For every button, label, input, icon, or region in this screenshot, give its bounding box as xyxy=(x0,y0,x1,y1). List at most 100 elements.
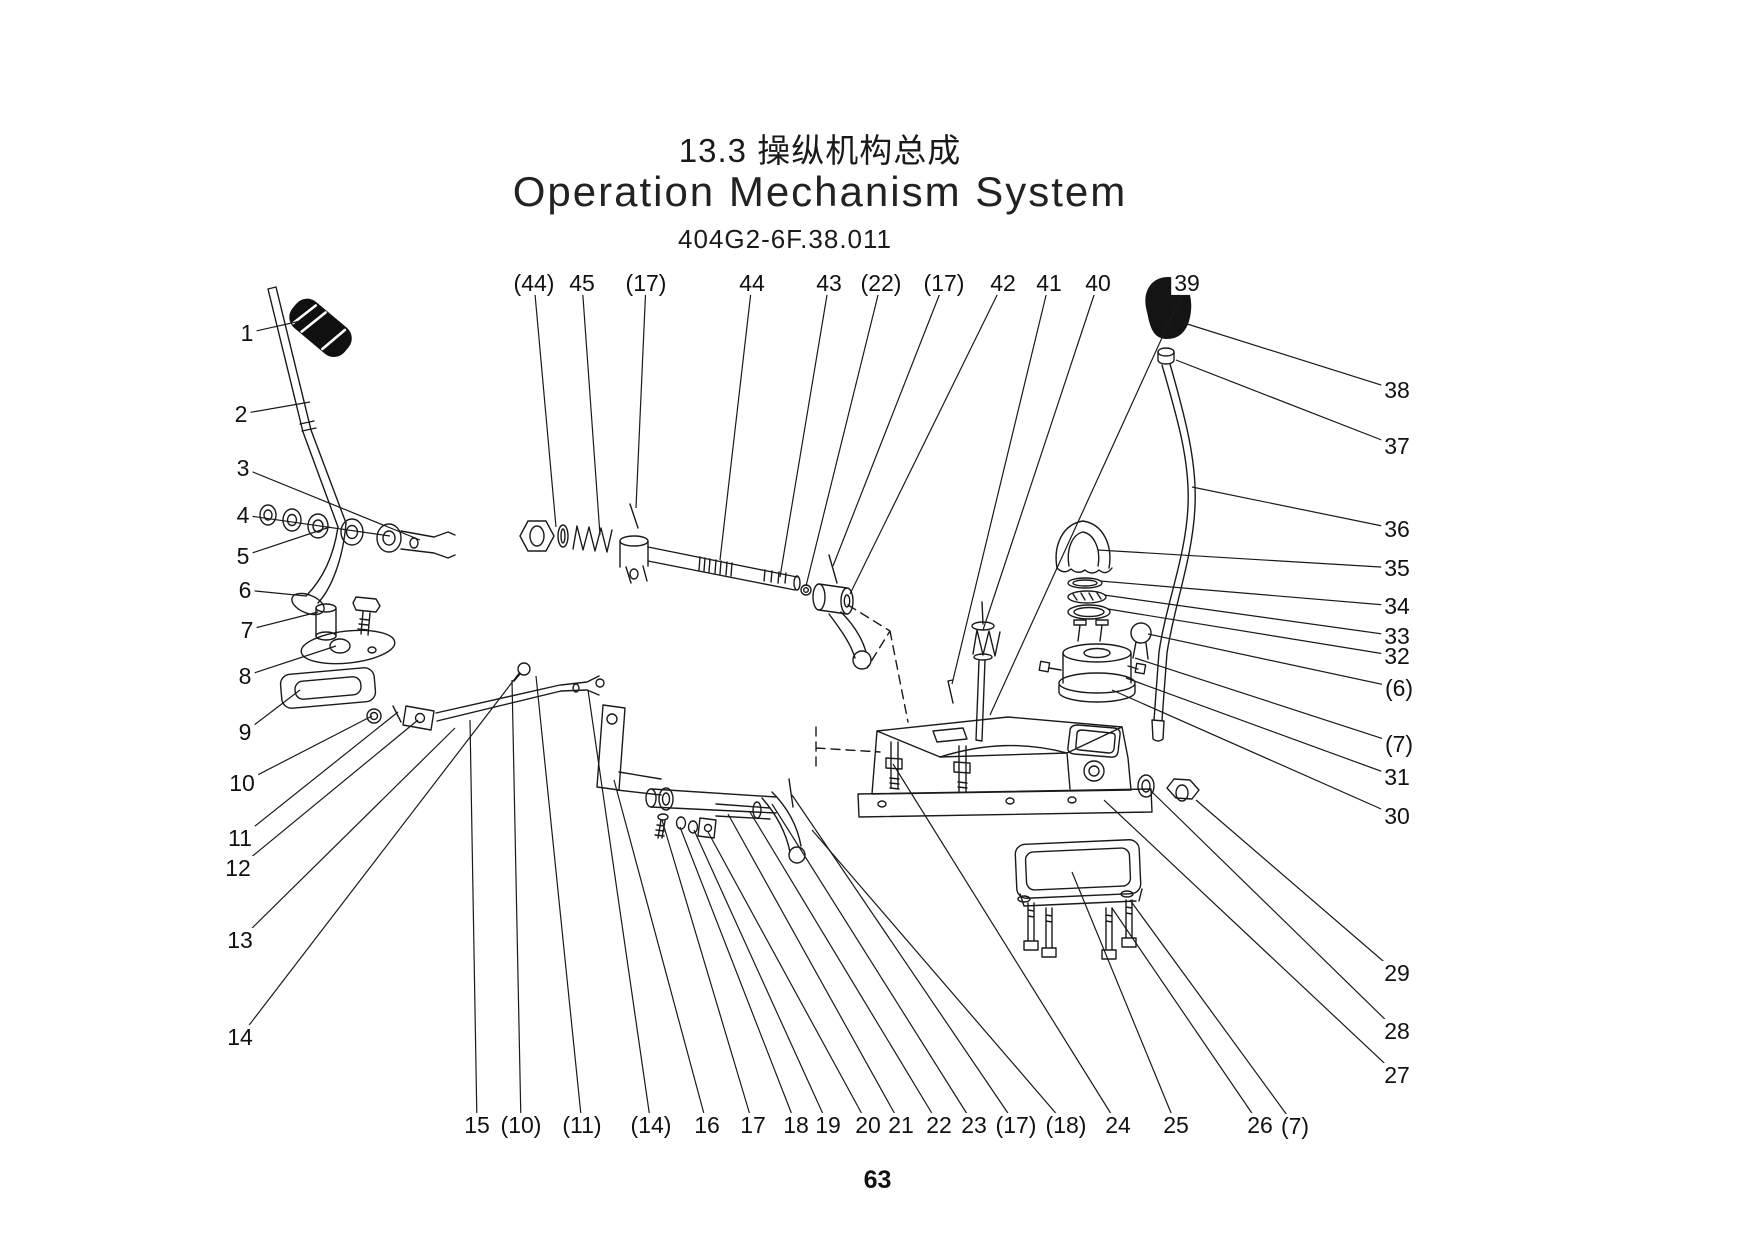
callout-14: 14 xyxy=(224,1025,256,1049)
callout-17: (17) xyxy=(920,271,968,295)
callout-7: (7) xyxy=(1381,732,1417,756)
callout-35: 35 xyxy=(1381,556,1413,580)
leader-line xyxy=(239,711,399,839)
callout-25: 25 xyxy=(1160,1113,1192,1137)
callout-15: 15 xyxy=(461,1113,493,1137)
leader-line xyxy=(244,589,307,597)
callout-12: 12 xyxy=(222,856,254,880)
hand-lever xyxy=(267,286,352,616)
leader-line xyxy=(1071,871,1177,1126)
title-block: 13.3 操纵机构总成 Operation Mechanism System 4… xyxy=(0,0,1640,280)
leader-line xyxy=(1149,789,1398,1032)
callout-34: 34 xyxy=(1381,594,1413,618)
callout-22: (22) xyxy=(857,271,905,295)
callout-38: 38 xyxy=(1381,378,1413,402)
leader-line xyxy=(661,819,754,1126)
leader-line xyxy=(246,319,306,334)
callout-31: 31 xyxy=(1381,765,1413,789)
callout-7: 7 xyxy=(237,618,257,642)
callout-9: 9 xyxy=(235,720,255,744)
callout-18: 18 xyxy=(780,1113,812,1137)
leader-line xyxy=(1107,608,1398,657)
washer-stack xyxy=(259,504,402,553)
callout-1: 1 xyxy=(237,321,257,345)
leader-line xyxy=(779,282,830,578)
leader-line xyxy=(1195,799,1398,974)
callout-17: 17 xyxy=(737,1113,769,1137)
section-title: 13.3 操纵机构总成 xyxy=(678,132,962,169)
cross-shaft xyxy=(645,778,806,864)
callout-28: 28 xyxy=(1381,1019,1413,1043)
callout-18: (18) xyxy=(1042,1113,1090,1137)
oval-plate xyxy=(300,629,396,665)
phantom-lines xyxy=(815,604,909,771)
callout-22: 22 xyxy=(923,1113,955,1137)
leader-line xyxy=(727,813,902,1126)
link-rod xyxy=(366,662,605,731)
callout-14: (14) xyxy=(627,1113,675,1137)
leader-line xyxy=(719,282,753,561)
gasket xyxy=(279,667,377,709)
leader-line xyxy=(613,779,708,1126)
part-number: 404G2-6F.38.011 xyxy=(678,224,892,254)
page-number: 63 xyxy=(863,1166,892,1194)
leader-line xyxy=(246,611,319,631)
hanger-bracket xyxy=(596,704,662,796)
callout-11: (11) xyxy=(559,1113,605,1137)
callout-37: 37 xyxy=(1381,434,1413,458)
leader-line xyxy=(242,526,331,557)
housing-cover xyxy=(857,716,1200,818)
leader-line xyxy=(239,727,456,941)
callout-19: 19 xyxy=(812,1113,844,1137)
callout-45: 45 xyxy=(566,271,598,295)
callout-2: 2 xyxy=(231,402,251,426)
leader-line xyxy=(1103,594,1398,637)
callout-30: 30 xyxy=(1381,804,1413,828)
leader-line xyxy=(1129,899,1296,1127)
leader-line xyxy=(1125,677,1398,778)
leader-line xyxy=(693,829,829,1126)
callout-40: 40 xyxy=(1082,271,1114,295)
callout-11: 11 xyxy=(225,826,255,850)
leader-line xyxy=(533,282,557,528)
boot-and-rings xyxy=(1038,520,1152,703)
callout-10: (10) xyxy=(497,1113,545,1137)
callout-29: 29 xyxy=(1381,961,1413,985)
leader-line xyxy=(1111,689,1398,817)
callout-8: 8 xyxy=(235,664,255,688)
callout-6: (6) xyxy=(1381,676,1417,700)
callout-7: (7) xyxy=(1277,1114,1313,1138)
callout-36: 36 xyxy=(1381,517,1413,541)
callout-17: (17) xyxy=(622,271,670,295)
leader-line xyxy=(535,675,583,1126)
leader-line xyxy=(1103,799,1398,1076)
callout-5: 5 xyxy=(233,544,253,568)
callout-32: 32 xyxy=(1381,644,1413,668)
callout-16: 16 xyxy=(691,1113,723,1137)
callout-41: 41 xyxy=(1033,271,1065,295)
leader-line xyxy=(707,831,869,1126)
callout-20: 20 xyxy=(852,1113,884,1137)
leader-line xyxy=(1175,359,1398,447)
leader-line xyxy=(989,282,1188,716)
callout-23: 23 xyxy=(958,1113,990,1137)
leader-line xyxy=(237,719,419,869)
leader-line xyxy=(244,645,337,677)
leader-line xyxy=(832,282,945,567)
callout-10: 10 xyxy=(226,771,258,795)
leader-lines xyxy=(237,282,1400,1127)
leader-line xyxy=(635,282,647,509)
leader-line xyxy=(1183,322,1398,391)
leader-line xyxy=(892,763,1119,1126)
leader-line xyxy=(1191,486,1398,530)
leader-line xyxy=(242,467,421,541)
callout-27: 27 xyxy=(1381,1063,1413,1087)
callout-17: (17) xyxy=(992,1113,1040,1137)
callout-42: 42 xyxy=(987,271,1019,295)
leader-line xyxy=(805,282,882,587)
title-english: Operation Mechanism System xyxy=(512,168,1128,215)
yoke-end xyxy=(400,530,456,559)
leader-line xyxy=(587,689,652,1126)
leader-line xyxy=(679,826,797,1126)
